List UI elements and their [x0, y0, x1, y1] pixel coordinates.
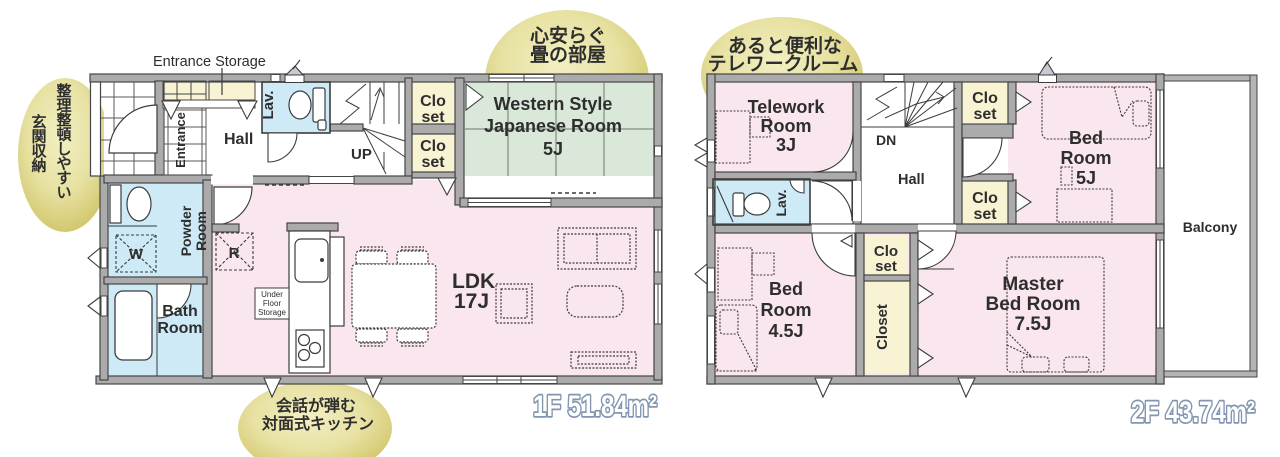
svg-text:Bath: Bath: [162, 303, 198, 320]
svg-text:Closet: Closet: [874, 304, 891, 350]
svg-text:LDK: LDK: [452, 270, 495, 293]
svg-text:Lav.: Lav.: [773, 190, 789, 217]
svg-text:Room: Room: [193, 211, 209, 251]
svg-text:R: R: [229, 245, 240, 262]
svg-text:Clo: Clo: [972, 90, 998, 107]
svg-text:Entrance Storage: Entrance Storage: [153, 54, 266, 70]
svg-text:会話が弾む: 会話が弾む: [276, 396, 356, 415]
svg-text:Lav.: Lav.: [260, 91, 277, 120]
svg-text:Bed: Bed: [769, 279, 803, 299]
svg-text:Clo: Clo: [874, 243, 898, 260]
svg-text:set: set: [973, 206, 997, 223]
svg-text:対面式キッチン: 対面式キッチン: [261, 414, 374, 433]
svg-text:Western Style: Western Style: [494, 94, 613, 114]
svg-text:2F 43.74m²: 2F 43.74m²: [1131, 396, 1255, 429]
svg-text:Master: Master: [1002, 274, 1064, 295]
svg-text:あると便利な: あると便利な: [728, 35, 842, 57]
svg-text:set: set: [421, 109, 445, 126]
svg-text:DN: DN: [876, 132, 896, 148]
svg-text:Under: Under: [261, 290, 283, 299]
svg-text:5J: 5J: [1076, 168, 1096, 188]
svg-text:Room: Room: [157, 320, 202, 337]
svg-text:Hall: Hall: [224, 131, 253, 148]
svg-text:整理整頓しやすい: 整理整頓しやすい: [56, 82, 71, 202]
svg-text:7.5J: 7.5J: [1015, 314, 1052, 335]
svg-text:17J: 17J: [454, 290, 489, 313]
svg-text:3J: 3J: [776, 135, 796, 155]
svg-text:Balcony: Balcony: [1183, 219, 1238, 235]
svg-text:テレワークルーム: テレワークルーム: [708, 53, 859, 75]
svg-text:Room: Room: [1061, 148, 1112, 168]
svg-text:玄関収納: 玄関収納: [31, 113, 47, 175]
svg-text:Room: Room: [761, 116, 812, 136]
svg-text:Bed: Bed: [1069, 128, 1103, 148]
svg-text:set: set: [421, 154, 445, 171]
svg-text:Hall: Hall: [898, 172, 925, 188]
svg-text:Clo: Clo: [420, 93, 446, 110]
svg-text:5J: 5J: [543, 139, 563, 159]
svg-text:1F 51.84m²: 1F 51.84m²: [533, 390, 657, 423]
svg-text:畳の部屋: 畳の部屋: [530, 43, 606, 66]
svg-text:心安らぐ: 心安らぐ: [530, 24, 606, 47]
svg-text:Japanese Room: Japanese Room: [484, 116, 622, 136]
svg-text:Room: Room: [761, 300, 812, 320]
svg-text:UP: UP: [351, 146, 372, 163]
svg-text:Powder: Powder: [178, 205, 194, 256]
svg-text:Telework: Telework: [748, 97, 826, 117]
svg-text:Clo: Clo: [972, 190, 998, 207]
svg-text:set: set: [875, 258, 897, 275]
svg-text:Storage: Storage: [258, 308, 287, 317]
svg-text:Clo: Clo: [420, 138, 446, 155]
svg-text:4.5J: 4.5J: [768, 321, 803, 341]
svg-text:Bed Room: Bed Room: [986, 294, 1081, 315]
svg-text:Entrance: Entrance: [173, 112, 188, 168]
svg-text:W: W: [129, 246, 144, 263]
svg-text:Floor: Floor: [263, 299, 282, 308]
svg-text:set: set: [973, 106, 997, 123]
